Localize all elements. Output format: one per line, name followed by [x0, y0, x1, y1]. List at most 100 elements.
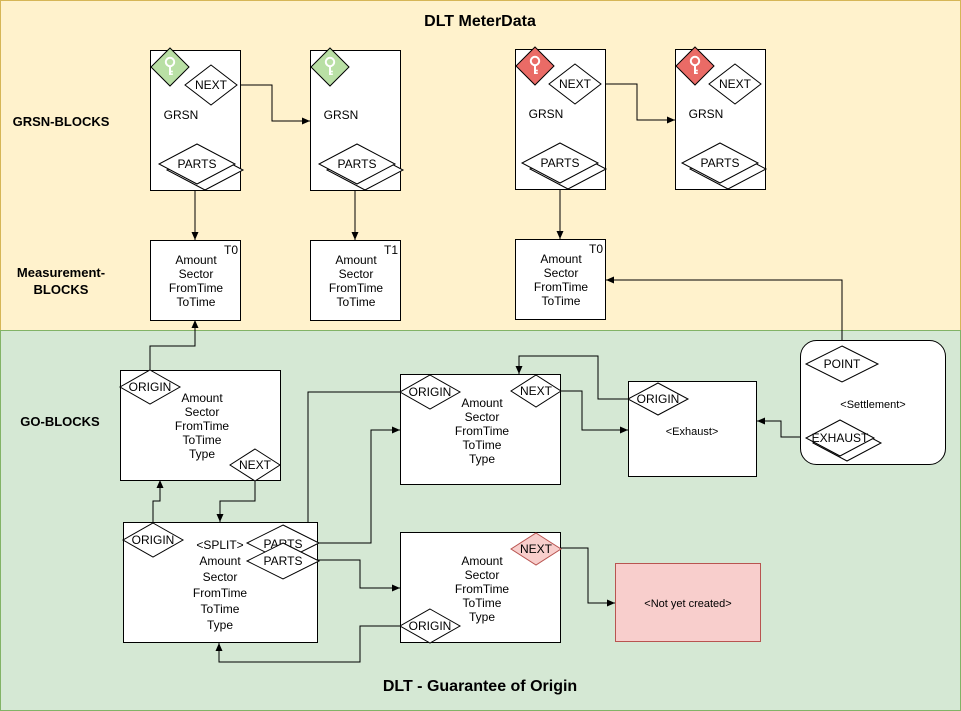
- key-icon: [675, 46, 715, 86]
- field-line: Type: [207, 618, 233, 632]
- go-block-2[interactable]: ORIGIN NEXT Amount Sector FromTime ToTim…: [398, 374, 562, 485]
- exhaust-diamond[interactable]: EXHAUST: [804, 419, 883, 462]
- next-diamond[interactable]: NEXT: [548, 63, 602, 105]
- field-line: Amount: [461, 554, 503, 568]
- next-label: NEXT: [195, 78, 228, 92]
- label-measurement-line1: Measurement-: [17, 265, 105, 280]
- edge-go2-next-to-exhaust: [560, 390, 628, 434]
- exhaust-block[interactable]: ORIGIN <Exhaust>: [626, 381, 757, 477]
- edge-go3-next-to-not-created: [560, 547, 615, 607]
- field-line: FromTime: [329, 281, 384, 295]
- title-meterdata: DLT MeterData: [424, 13, 536, 30]
- edge-go2-origin-to-split: [304, 391, 400, 542]
- measurement-block-2[interactable]: T1 Amount Sector FromTime ToTime: [310, 240, 401, 321]
- next-label: NEXT: [559, 77, 592, 91]
- go-block-3[interactable]: NEXT Amount Sector FromTime ToTime Type …: [398, 532, 562, 644]
- edge-settlement-exhaust-to-exhaust: [757, 417, 800, 438]
- label-measurement-line2: BLOCKS: [34, 282, 89, 297]
- edge-settlement-point-to-meas3: [606, 276, 843, 341]
- parts-diamond-2[interactable]: PARTS: [245, 542, 321, 580]
- field-line: Sector: [465, 568, 500, 582]
- exhaust-label: <Exhaust>: [666, 426, 719, 438]
- next-diamond[interactable]: NEXT: [510, 532, 562, 566]
- grsn-block-2[interactable]: GRSN PARTS: [310, 47, 405, 191]
- field-line: Type: [469, 452, 495, 466]
- settlement-block[interactable]: POINT <Settlement> EXHAUST: [800, 340, 946, 465]
- go-block-1[interactable]: ORIGIN Amount Sector FromTime ToTime Typ…: [118, 369, 281, 482]
- field-line: Amount: [181, 391, 223, 405]
- point-diamond[interactable]: POINT: [804, 345, 880, 383]
- parts-diamond[interactable]: PARTS: [157, 143, 245, 191]
- not-yet-created-label: <Not yet created>: [644, 598, 731, 610]
- exhaust-diamond-label: EXHAUST: [812, 431, 869, 445]
- field-line: Sector: [203, 570, 238, 584]
- edge-go1-next-to-split: [216, 479, 256, 522]
- next-diamond[interactable]: NEXT: [184, 64, 238, 106]
- field-line: FromTime: [455, 424, 510, 438]
- connectors: [149, 83, 843, 663]
- edge-grsn1-next-to-grsn2: [237, 84, 310, 125]
- time-tag: T0: [224, 243, 238, 257]
- field-line: Amount: [175, 253, 217, 267]
- field-line: Amount: [461, 396, 503, 410]
- origin-diamond[interactable]: ORIGIN: [398, 374, 462, 410]
- origin-label: ORIGIN: [637, 392, 680, 406]
- origin-diamond[interactable]: ORIGIN: [398, 608, 462, 644]
- field-line: Sector: [339, 267, 374, 281]
- origin-diamond[interactable]: ORIGIN: [626, 382, 690, 416]
- measurement-block-3[interactable]: T0 Amount Sector FromTime ToTime: [515, 239, 606, 320]
- parts-label: PARTS: [264, 554, 303, 568]
- origin-label: ORIGIN: [409, 385, 452, 399]
- next-label: NEXT: [520, 384, 553, 398]
- field-line: ToTime: [337, 295, 376, 309]
- grsn-block-3[interactable]: GRSN NEXT PARTS: [515, 46, 608, 190]
- origin-diamond[interactable]: ORIGIN: [118, 369, 182, 405]
- field-line: Type: [469, 610, 495, 624]
- next-diamond[interactable]: NEXT: [510, 374, 562, 408]
- field-line: ToTime: [201, 602, 240, 616]
- key-icon: [310, 47, 350, 87]
- field-line: Sector: [544, 266, 579, 280]
- title-guarantee-of-origin: DLT - Guarantee of Origin: [383, 678, 577, 695]
- parts-label: PARTS: [541, 156, 580, 170]
- edge-split-origin-to-go1: [152, 480, 164, 523]
- next-diamond[interactable]: NEXT: [229, 448, 281, 482]
- settlement-label: <Settlement>: [840, 399, 905, 411]
- field-line: Amount: [335, 253, 377, 267]
- split-block[interactable]: ORIGIN <SPLIT> Amount Sector FromTime To…: [121, 522, 321, 643]
- field-line: Amount: [199, 554, 241, 568]
- field-line: ToTime: [463, 438, 502, 452]
- parts-diamond[interactable]: PARTS: [317, 143, 405, 191]
- origin-label: ORIGIN: [132, 533, 175, 547]
- field-line: ToTime: [463, 596, 502, 610]
- not-yet-created-block[interactable]: <Not yet created>: [615, 563, 761, 642]
- key-icon: [150, 47, 190, 87]
- parts-diamond[interactable]: PARTS: [680, 142, 768, 190]
- field-line: Type: [189, 447, 215, 461]
- time-tag: T0: [589, 242, 603, 256]
- edge-split-parts-to-go3: [317, 559, 400, 592]
- measurement-block-1[interactable]: T0 Amount Sector FromTime ToTime: [150, 240, 241, 321]
- field-line: FromTime: [169, 281, 224, 295]
- next-diamond[interactable]: NEXT: [708, 63, 762, 105]
- parts-label: PARTS: [338, 157, 377, 171]
- parts-diamond[interactable]: PARTS: [520, 142, 608, 190]
- field-line: Sector: [179, 267, 214, 281]
- grsn-block-4[interactable]: GRSN NEXT PARTS: [675, 46, 768, 190]
- meterdata-section: [0, 0, 961, 331]
- grsn-block-1[interactable]: GRSN NEXT PARTS: [150, 47, 245, 191]
- field-line: <SPLIT>: [196, 538, 243, 552]
- grsn-label: GRSN: [164, 108, 199, 122]
- field-line: FromTime: [534, 280, 589, 294]
- parts-label: PARTS: [701, 156, 740, 170]
- key-icon: [515, 46, 555, 86]
- edge-go3-origin-to-split: [215, 625, 400, 663]
- next-label: NEXT: [239, 458, 272, 472]
- origin-diamond[interactable]: ORIGIN: [121, 522, 185, 558]
- field-line: ToTime: [183, 433, 222, 447]
- field-line: Sector: [465, 410, 500, 424]
- label-grsn-blocks: GRSN-BLOCKS: [13, 114, 110, 129]
- edge-split-parts-to-go2: [317, 426, 400, 544]
- field-line: FromTime: [455, 582, 510, 596]
